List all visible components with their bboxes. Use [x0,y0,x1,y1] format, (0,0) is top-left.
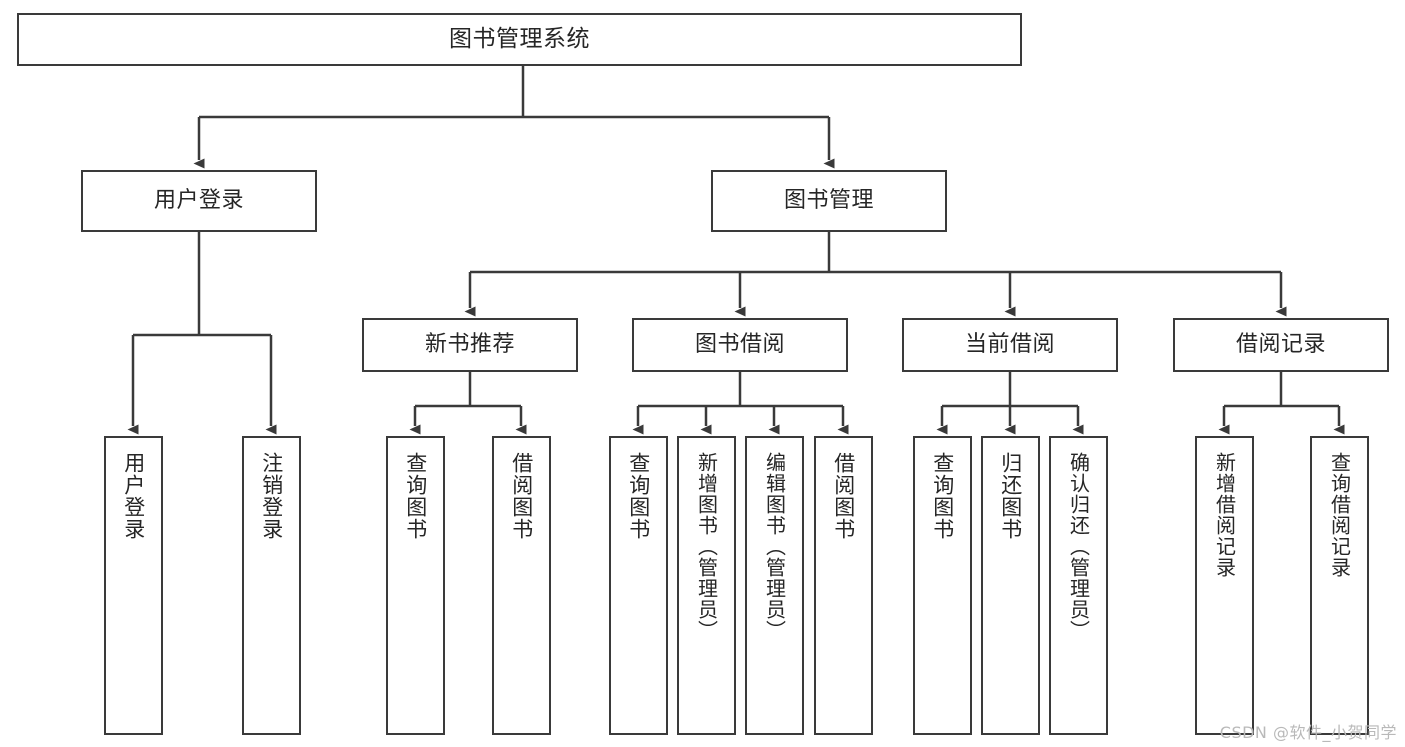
node-label: 查询图书 [930,452,955,540]
leaf-borrow-book-recommend[interactable]: 借阅图书 [492,436,551,735]
node-label: 用户登录 [121,452,146,540]
node-label: 注销登录 [259,452,284,540]
node-label: 新书推荐 [424,331,515,357]
node-label: 借阅记录 [1235,331,1326,357]
node-label: 借阅图书 [509,452,534,540]
node-label: 图书借阅 [694,331,785,357]
watermark-text: CSDN @软件_小贺同学 [1219,723,1397,742]
node-label: 用户登录 [153,187,244,213]
leaf-query-borrow-record[interactable]: 查询借阅记录 [1310,436,1369,735]
node-label: 借阅图书 [831,452,856,540]
node-user-login[interactable]: 用户登录 [81,170,317,232]
node-current-borrow[interactable]: 当前借阅 [902,318,1118,372]
leaf-borrow-book[interactable]: 借阅图书 [814,436,873,735]
node-label: 编辑图书（管理员） [762,452,787,641]
node-label: 查询图书 [626,452,651,540]
node-book-borrow[interactable]: 图书借阅 [632,318,848,372]
node-label: 查询借阅记录 [1327,452,1352,578]
node-label: 图书管理 [783,187,874,213]
node-label: 查询图书 [403,452,428,540]
node-borrow-record[interactable]: 借阅记录 [1173,318,1389,372]
node-new-book-recommend[interactable]: 新书推荐 [362,318,578,372]
leaf-query-book-recommend[interactable]: 查询图书 [386,436,445,735]
leaf-query-book-borrow[interactable]: 查询图书 [609,436,668,735]
leaf-query-book-current[interactable]: 查询图书 [913,436,972,735]
node-label: 归还图书 [998,452,1023,540]
leaf-add-book-admin[interactable]: 新增图书（管理员） [677,436,736,735]
node-label: 当前借阅 [964,331,1055,357]
node-book-management[interactable]: 图书管理 [711,170,947,232]
leaf-return-book[interactable]: 归还图书 [981,436,1040,735]
node-label: 确认归还（管理员） [1066,452,1091,641]
node-label: 新增图书（管理员） [694,452,719,641]
leaf-logout-login[interactable]: 注销登录 [242,436,301,735]
node-label: 图书管理系统 [449,26,590,53]
leaf-confirm-return-admin[interactable]: 确认归还（管理员） [1049,436,1108,735]
leaf-user-login[interactable]: 用户登录 [104,436,163,735]
node-label: 新增借阅记录 [1212,452,1237,578]
leaf-add-borrow-record[interactable]: 新增借阅记录 [1195,436,1254,735]
leaf-edit-book-admin[interactable]: 编辑图书（管理员） [745,436,804,735]
node-root-system[interactable]: 图书管理系统 [17,13,1022,66]
